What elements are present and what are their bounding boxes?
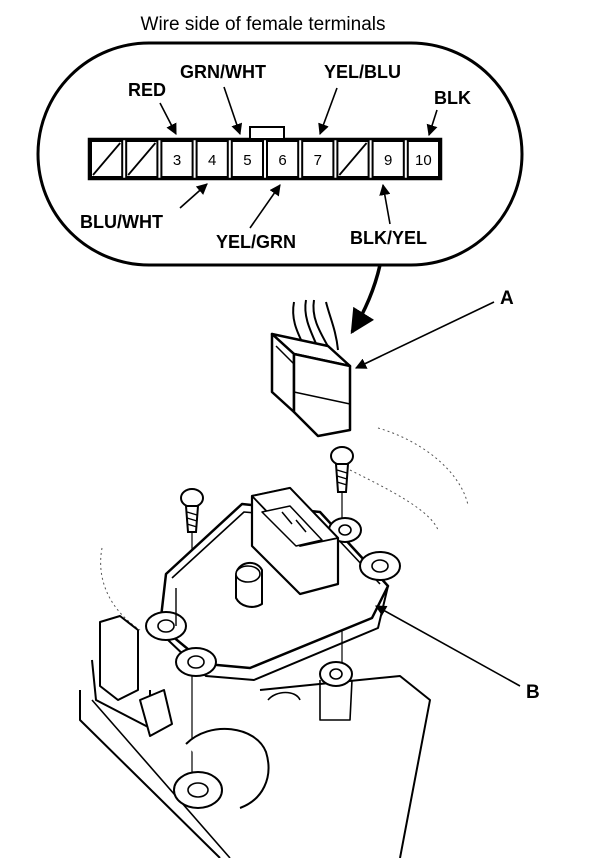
blk-leader xyxy=(426,109,438,137)
switch-assembly xyxy=(145,486,401,681)
terminal-cavity: 6 xyxy=(266,140,300,178)
terminal-cavity: 10 xyxy=(406,140,440,178)
grn-wht-leader xyxy=(223,86,243,136)
wire-label-blk-yel: BLK/YEL xyxy=(350,228,428,248)
terminal-number: 9 xyxy=(384,152,392,169)
wire-label-blk: BLK xyxy=(434,88,471,108)
terminal-cavity: 5 xyxy=(230,140,265,178)
blu-wht-leader xyxy=(179,183,208,209)
terminal-cavity: 9 xyxy=(371,140,405,178)
terminal-number: 7 xyxy=(314,152,322,169)
wire-label-red: RED xyxy=(128,80,167,100)
terminal-number: 10 xyxy=(415,152,432,169)
wire-label-yel-blu: YEL/BLU xyxy=(324,62,402,82)
background-contours xyxy=(100,427,469,631)
mounting-base xyxy=(79,615,431,858)
blk-yel-leader xyxy=(379,183,391,225)
bubble-to-connector-arrow xyxy=(350,264,382,335)
yel-grn-leader xyxy=(249,184,281,229)
terminal-cavity: 7 xyxy=(301,140,335,178)
harness-connector xyxy=(270,299,352,438)
callout-b-leader xyxy=(375,605,521,687)
callout-b-label: B xyxy=(526,682,540,703)
terminal-cavity-blank xyxy=(90,140,124,178)
wire-label-yel-grn: YEL/GRN xyxy=(216,232,297,252)
connector-lock-tab xyxy=(249,126,285,140)
callout-a-label: A xyxy=(500,288,514,309)
terminal-number: 6 xyxy=(278,152,286,169)
terminal-cavity-blank xyxy=(336,140,370,178)
callout-a-leader xyxy=(354,301,495,369)
wire-label-blu-wht: BLU/WHT xyxy=(80,212,163,232)
wire-leaders xyxy=(159,86,438,229)
terminal-number: 4 xyxy=(208,152,216,169)
terminal-cavity: 4 xyxy=(195,140,229,178)
yel-blu-leader xyxy=(318,87,338,136)
diagram-title: Wire side of female terminals xyxy=(140,14,386,35)
wire-label-grn-wht: GRN/WHT xyxy=(180,62,266,82)
red-leader xyxy=(159,102,177,135)
terminal-cavity-blank xyxy=(125,140,159,178)
terminal-cavity: 3 xyxy=(160,140,194,178)
terminal-number: 3 xyxy=(173,152,181,169)
terminal-number: 5 xyxy=(243,152,251,169)
connector-face: 3 4 5 6 7 9 10 xyxy=(87,126,443,181)
